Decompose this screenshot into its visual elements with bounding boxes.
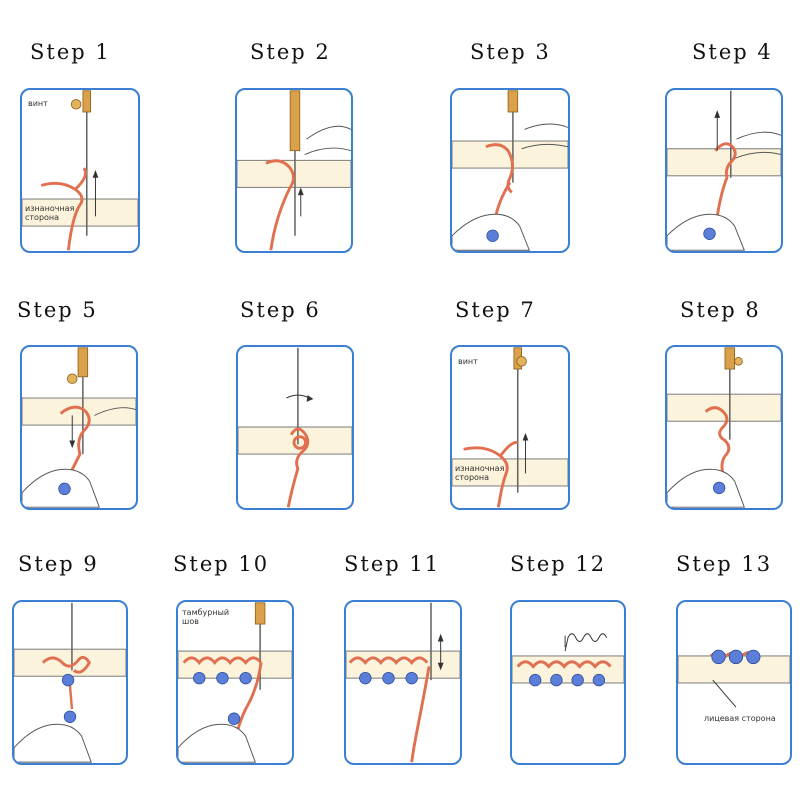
step-illustration: лицевая сторона bbox=[676, 600, 792, 765]
step-label: Step 8 bbox=[680, 298, 761, 322]
step-label: Step 6 bbox=[240, 298, 321, 322]
tambour-needle-diagram bbox=[22, 347, 136, 508]
tambour-needle-diagram bbox=[667, 347, 781, 508]
front-side-label: лицевая сторона bbox=[704, 714, 776, 723]
tambour-needle-diagram bbox=[452, 347, 568, 508]
tambour-needle-diagram bbox=[452, 90, 568, 251]
step-label: Step 7 bbox=[455, 298, 536, 322]
step-illustration bbox=[20, 345, 138, 510]
tambour-needle-diagram bbox=[237, 90, 351, 251]
screw-label: винт bbox=[458, 357, 478, 366]
tambour-needle-diagram bbox=[346, 602, 460, 763]
step-illustration: винт изнаночная сторона bbox=[450, 345, 570, 510]
back-side-label: изнаночная сторона bbox=[25, 204, 75, 222]
tambour-needle-diagram bbox=[678, 649, 790, 708]
tambour-needle-diagram bbox=[22, 90, 138, 251]
tambour-stitch-label: тамбурный шов bbox=[182, 608, 230, 626]
step-illustration bbox=[665, 345, 783, 510]
step-label: Step 11 bbox=[344, 552, 441, 576]
step-label: Step 10 bbox=[173, 552, 270, 576]
step-illustration bbox=[344, 600, 462, 765]
step-label: Step 1 bbox=[30, 40, 111, 64]
step-label: Step 4 bbox=[692, 40, 773, 64]
tambour-needle-diagram bbox=[178, 602, 292, 763]
step-illustration bbox=[235, 88, 353, 253]
step-label: Step 12 bbox=[510, 552, 607, 576]
step-illustration: тамбурный шов bbox=[176, 600, 294, 765]
tambour-needle-diagram bbox=[238, 347, 352, 508]
step-label: Step 2 bbox=[250, 40, 331, 64]
tambour-needle-diagram bbox=[667, 90, 781, 251]
step-label: Step 13 bbox=[676, 552, 773, 576]
step-illustration bbox=[236, 345, 354, 510]
step-illustration bbox=[665, 88, 783, 253]
tambour-needle-diagram bbox=[14, 602, 126, 763]
step-label: Step 5 bbox=[17, 298, 98, 322]
step-illustration bbox=[12, 600, 128, 765]
step-label: Step 3 bbox=[470, 40, 551, 64]
step-illustration bbox=[450, 88, 570, 253]
step-label: Step 9 bbox=[18, 552, 99, 576]
step-illustration: винт изнаночная сторона bbox=[20, 88, 140, 253]
tambour-needle-diagram bbox=[512, 633, 624, 687]
step-illustration bbox=[510, 600, 626, 765]
screw-label: винт bbox=[28, 99, 48, 108]
back-side-label: изнаночная сторона bbox=[455, 464, 505, 482]
